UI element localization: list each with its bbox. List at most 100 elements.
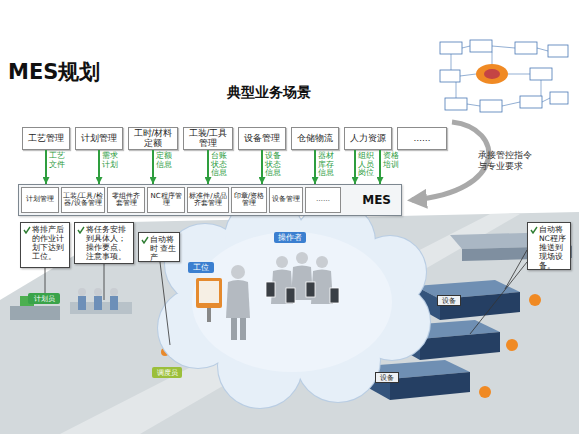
mes-module-box: 设备管理 — [269, 187, 303, 213]
mes-module-box: …… — [305, 187, 341, 213]
node-text: 设备 — [380, 373, 394, 383]
worker-head — [78, 288, 86, 296]
node-text: 标准件/成品齐套管理 — [189, 193, 227, 208]
system-box: 计划管理 — [75, 127, 123, 150]
worker-head — [110, 288, 118, 296]
flow-label: 工艺文件 — [49, 152, 66, 169]
node-text: 计划管理 — [26, 196, 54, 203]
mini-box — [470, 40, 492, 52]
leader-lines — [45, 250, 527, 345]
person-head — [296, 252, 308, 264]
tablet — [286, 288, 295, 303]
node-text: …… — [316, 196, 330, 203]
robot — [506, 339, 518, 351]
mini-box — [520, 96, 542, 108]
mini-box — [480, 100, 502, 112]
node-text: 工位 — [193, 263, 209, 273]
role-tag: 计划员 — [28, 293, 60, 304]
mes-band: MES计划管理工装/工具/检器/设备管理零组件齐套管理NC程序管理标准件/成品齐… — [18, 184, 402, 216]
cloud-fill — [158, 198, 430, 408]
check-stroke — [142, 237, 148, 243]
node-text: 人力资源 — [350, 134, 386, 143]
person-head — [276, 256, 288, 268]
terminal-frame — [196, 278, 222, 308]
node-text: 调度员 — [157, 368, 178, 378]
data-flow-arrow — [379, 150, 381, 184]
data-flow-arrow — [45, 150, 47, 184]
person-leg — [231, 318, 237, 340]
node-text: NC程序管理 — [149, 193, 183, 208]
person-body — [226, 280, 250, 318]
leader-line — [505, 250, 527, 289]
planner-desk — [10, 306, 60, 320]
role-tag: 操作者 — [274, 232, 306, 243]
mini-hub — [476, 64, 508, 84]
node-text: 零组件齐套管理 — [109, 193, 143, 208]
mini-box — [440, 42, 462, 54]
check-stroke — [78, 227, 84, 233]
leader-line — [470, 262, 527, 334]
system-box: 工艺管理 — [22, 127, 70, 150]
callout-note: 将任务安排到具体人；操作要点、注意事项。 — [74, 222, 134, 264]
mini-box — [515, 42, 537, 54]
walkway — [60, 214, 520, 434]
mes-module-box: 计划管理 — [21, 187, 59, 213]
mini-flowchart — [440, 40, 568, 112]
mini-box — [550, 92, 568, 104]
system-box: 设备管理 — [238, 127, 286, 150]
node-text: 工时/材料定额 — [130, 129, 176, 148]
data-flow-arrow — [152, 150, 154, 184]
system-box: 工装/工具管理 — [183, 127, 233, 150]
equipment-tag: 设备 — [437, 295, 461, 306]
system-box: 仓储物流 — [291, 127, 339, 150]
mini-box — [530, 68, 552, 80]
flow-label: 资格培训 — [383, 152, 400, 169]
data-flow-arrow — [354, 150, 356, 184]
worker-body — [110, 296, 118, 310]
node-text: 设备管理 — [244, 134, 280, 143]
callout-note: 将排产后的作业计划下达到工位。 — [20, 222, 70, 268]
data-flow-arrow — [207, 150, 209, 184]
node-text: 将任务安排到具体人；操作要点、注意事项。 — [86, 225, 131, 261]
mes-module-box: NC程序管理 — [147, 187, 185, 213]
flow-label: 组织人员岗位 — [358, 152, 375, 178]
node-text: 设备 — [442, 296, 456, 306]
flow-label: 需求计划 — [102, 152, 119, 169]
node-text: 将排产后的作业计划下达到工位。 — [32, 225, 67, 261]
command-arrow — [412, 122, 489, 200]
data-flow-arrow — [261, 150, 263, 184]
cloud-outline — [158, 198, 430, 408]
system-box: …… — [397, 127, 447, 150]
cloud-core — [192, 232, 392, 372]
mes-module-box: 印章/资格管理 — [231, 187, 267, 213]
check-mark — [141, 236, 149, 244]
page-title: MES规划 — [8, 58, 100, 86]
check-mark — [23, 226, 31, 234]
node-text: 计划员 — [34, 294, 55, 304]
robot — [479, 386, 491, 398]
check-mark — [77, 226, 85, 234]
node-text: …… — [414, 134, 431, 143]
tablet — [306, 282, 315, 297]
mini-box — [548, 45, 568, 57]
node-text: MES — [362, 193, 391, 207]
callout-note: 自动将NC程序推送到现场设备。 — [527, 222, 571, 270]
person-head — [316, 256, 328, 268]
node-text: 工艺管理 — [28, 134, 64, 143]
terminal-stand — [207, 308, 211, 322]
system-box: 人力资源 — [344, 127, 392, 150]
node-text: 自动将NC程序推送到现场设备。 — [539, 225, 568, 270]
data-flow-arrow — [98, 150, 100, 184]
check-mark — [530, 226, 538, 234]
factory-floor — [0, 212, 579, 434]
system-box: 工时/材料定额 — [128, 127, 178, 150]
mini-hub-core — [484, 69, 500, 79]
data-flow-arrow — [314, 150, 316, 184]
tablet — [266, 282, 275, 297]
flow-label: 定额信息 — [156, 152, 173, 169]
callout-note: 自动将时 查生产 — [138, 232, 180, 262]
role-tag: 调度员 — [152, 367, 182, 378]
terminal-screen — [199, 281, 219, 303]
